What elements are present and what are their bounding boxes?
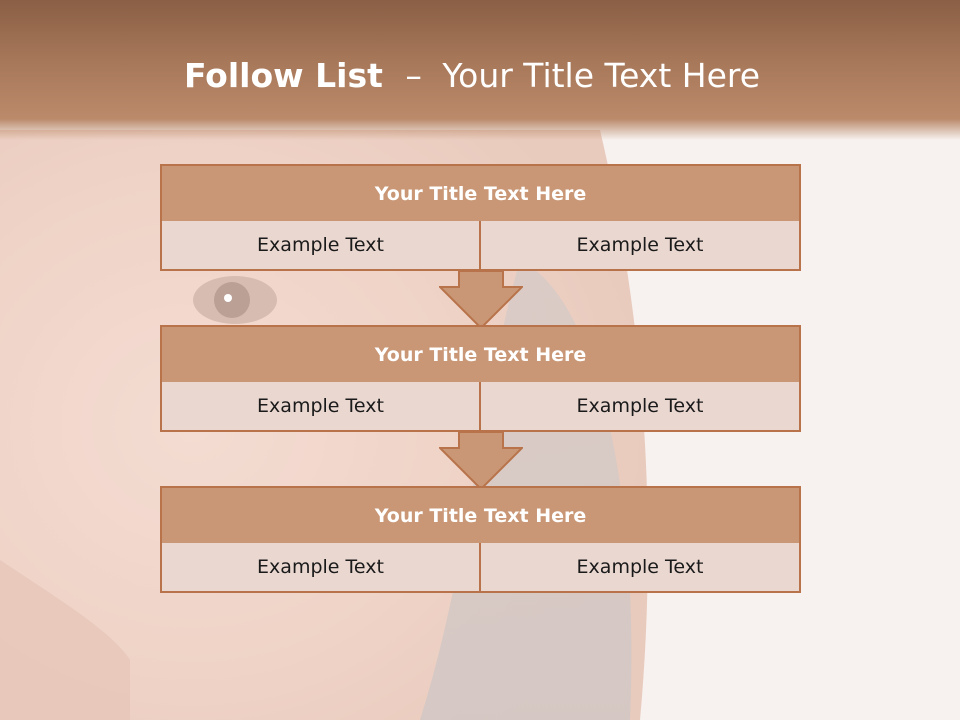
- block-title: Your Title Text Here: [160, 164, 801, 223]
- block-cell-right: Example Text: [481, 221, 801, 271]
- header-band: [0, 0, 960, 140]
- block-cell-left: Example Text: [160, 221, 481, 271]
- slide-title-rest: Your Title Text Here: [442, 56, 761, 95]
- down-arrow-icon: [437, 270, 525, 333]
- down-arrow-icon: [437, 431, 525, 494]
- slide-title-bold: Follow List: [183, 56, 383, 95]
- slide-title: Follow List – Your Title Text Here: [0, 55, 944, 97]
- slide-title-separator: –: [405, 56, 422, 95]
- block-cell-right: Example Text: [481, 543, 801, 593]
- block-cell-left: Example Text: [160, 543, 481, 593]
- block-title: Your Title Text Here: [160, 325, 801, 384]
- block-row: Example Text Example Text: [160, 382, 801, 432]
- block-row: Example Text Example Text: [160, 221, 801, 271]
- block-title: Your Title Text Here: [160, 486, 801, 545]
- block-row: Example Text Example Text: [160, 543, 801, 593]
- block-cell-left: Example Text: [160, 382, 481, 432]
- block-cell-right: Example Text: [481, 382, 801, 432]
